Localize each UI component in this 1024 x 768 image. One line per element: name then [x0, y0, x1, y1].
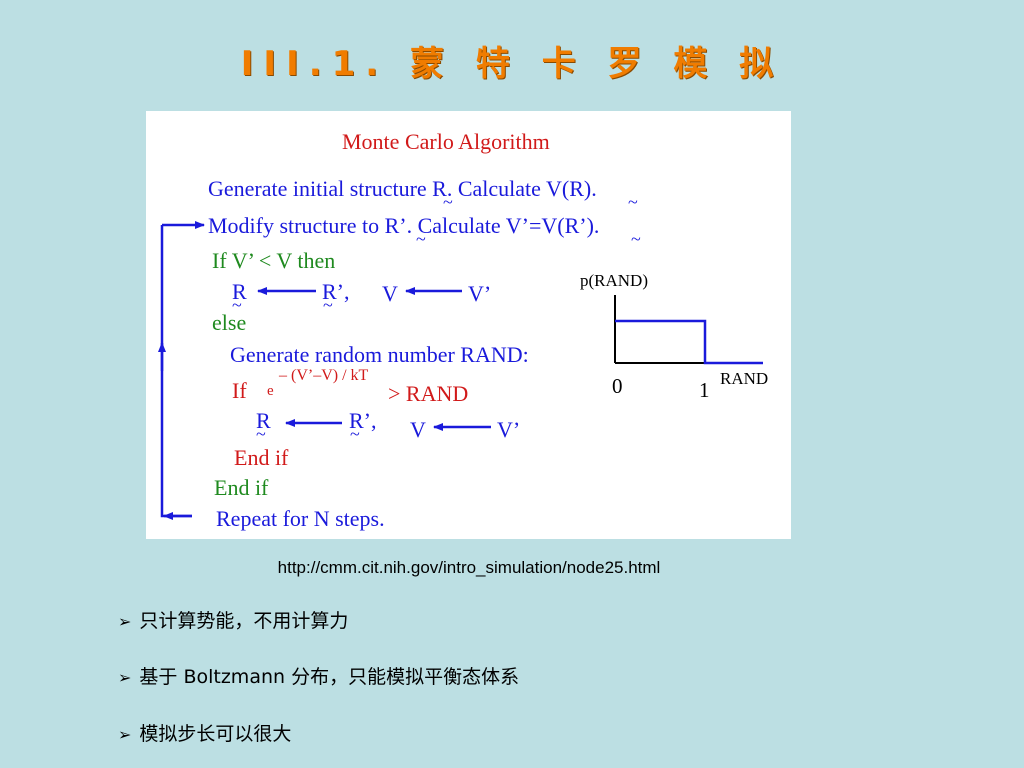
- endif-outer: End if: [214, 475, 269, 500]
- bullet-text: 模拟步长可以很大: [139, 723, 292, 745]
- gt-rand: > RAND: [388, 381, 469, 406]
- tilde-mark: ~: [631, 229, 641, 249]
- algorithm-figure: Monte Carlo Algorithm Generate initial s…: [146, 111, 791, 539]
- source-url: http://cmm.cit.nih.gov/intro_simulation/…: [277, 558, 661, 577]
- algorithm-heading: Monte Carlo Algorithm: [342, 129, 550, 154]
- plot-distribution-line: [615, 319, 763, 365]
- assign2-mid: R’,: [349, 408, 377, 433]
- exp-power: – (V’–V) / kT: [279, 367, 369, 384]
- bullet-item: ➢ 只计算势能，不用计算力: [118, 606, 348, 633]
- bullet-item: ➢ 基于 Boltzmann 分布，只能模拟平衡态体系: [118, 662, 519, 689]
- bullet-arrow-icon: ➢: [118, 725, 132, 744]
- assign1-vp: V’: [468, 281, 492, 306]
- assign2-vp: V’: [497, 417, 521, 442]
- if2-keyword: If: [232, 378, 247, 403]
- tilde-mark: ~: [323, 295, 333, 315]
- probability-plot: [614, 295, 763, 365]
- tilde-mark: ~: [416, 229, 426, 249]
- assign1-v: V: [382, 281, 398, 306]
- assign2-left: R: [256, 408, 271, 433]
- bullet-text: 只计算势能，不用计算力: [139, 610, 349, 632]
- bullet-item: ➢ 模拟步长可以很大: [118, 719, 291, 746]
- line-generate: Generate initial structure R. Calculate …: [208, 176, 597, 201]
- tilde-mark: ~: [232, 295, 242, 315]
- bullet-arrow-icon: ➢: [118, 668, 132, 687]
- tilde-mark: ~: [256, 424, 266, 444]
- bullet-text: 基于 Boltzmann 分布，只能模拟平衡态体系: [139, 666, 520, 688]
- tilde-mark: ~: [443, 192, 453, 212]
- bullet-arrow-icon: ➢: [118, 612, 132, 631]
- if-line: If V’ < V then: [212, 248, 336, 273]
- assign1-mid: R’,: [322, 279, 350, 304]
- exp-base: e: [267, 383, 274, 399]
- tilde-mark: ~: [350, 424, 360, 444]
- repeat-line: Repeat for N steps.: [216, 506, 385, 531]
- else-line: else: [212, 310, 247, 335]
- plot-xlabel: RAND: [720, 369, 769, 388]
- algorithm-arrows: [158, 221, 491, 520]
- line-modify: Modify structure to R’. Calculate V’=V(R…: [208, 213, 600, 238]
- endif-inner: End if: [234, 445, 289, 470]
- plot-tick-1: 1: [699, 378, 710, 402]
- assign1-left: R: [232, 279, 247, 304]
- gen-random-line: Generate random number RAND:: [230, 342, 529, 367]
- plot-ylabel: p(RAND): [580, 271, 648, 290]
- assign2-v: V: [410, 417, 426, 442]
- plot-tick-0: 0: [612, 374, 623, 398]
- tilde-mark: ~: [628, 192, 638, 212]
- slide-title: III.1. 蒙 特 卡 罗 模 拟: [240, 44, 784, 84]
